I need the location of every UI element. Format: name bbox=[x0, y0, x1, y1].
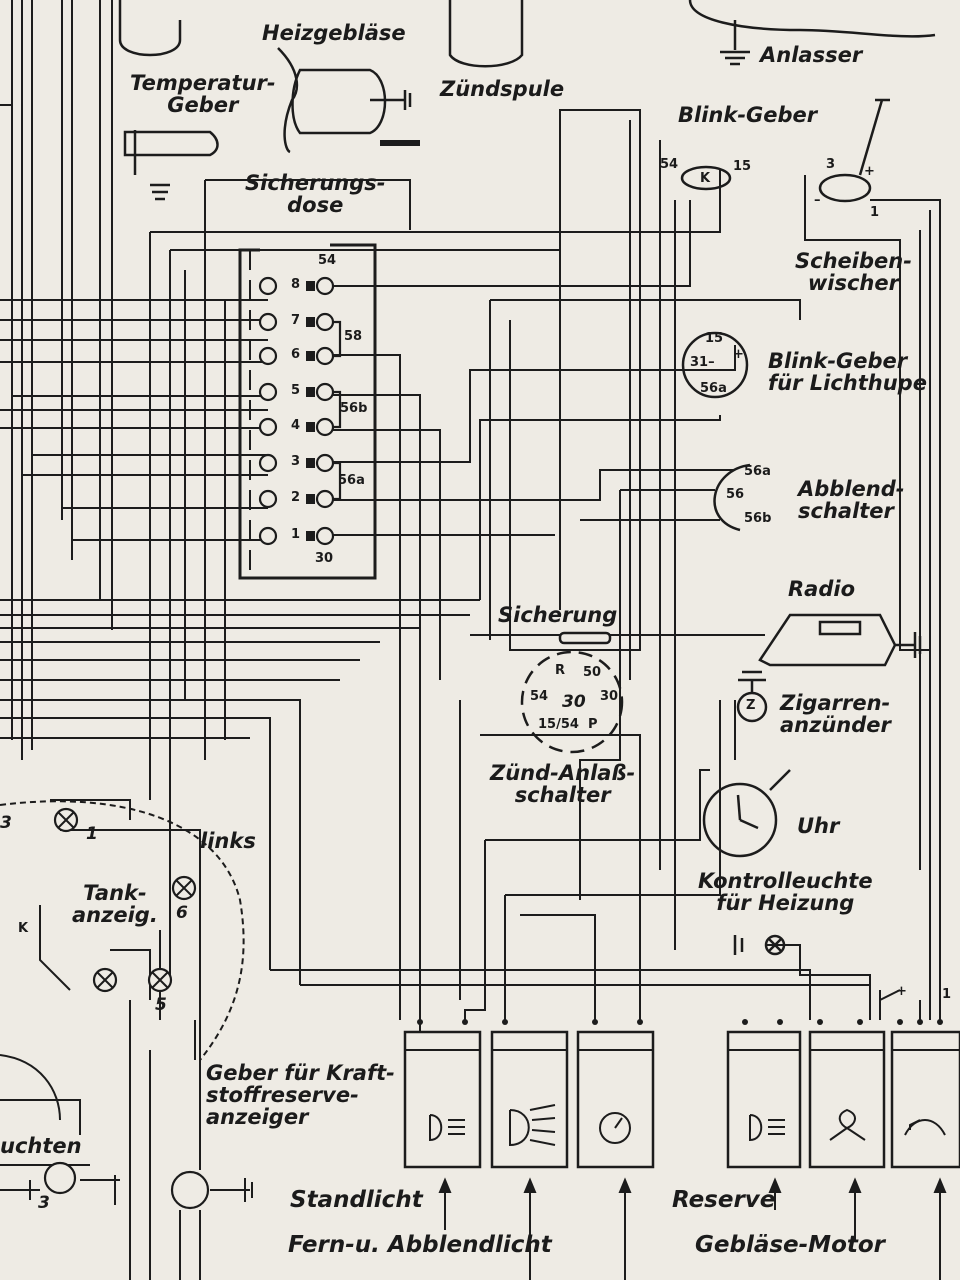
terminal-label: 1 bbox=[942, 987, 952, 1002]
terminal-label: 30 bbox=[600, 689, 619, 704]
terminal-label: 3 bbox=[826, 157, 836, 172]
zuendspule-label: Zündspule bbox=[440, 77, 565, 101]
terminal-label: Z bbox=[746, 698, 756, 713]
abblendschalter-label: Abblend- schalter bbox=[798, 477, 905, 524]
uhr-label: Uhr bbox=[797, 814, 840, 838]
terminal-label: 54 bbox=[660, 157, 679, 172]
terminal-label: K bbox=[18, 921, 29, 936]
terminal-label: 56 bbox=[726, 487, 745, 502]
zigarrenanzuender-label: Zigarren- anzünder bbox=[780, 691, 891, 738]
terminal-label: 5 bbox=[155, 995, 167, 1015]
terminal-label: 50 bbox=[583, 665, 602, 680]
blink-geber-lichthupe-label: Blink-Geber für Lichthupe bbox=[768, 349, 927, 396]
geblaese-motor-label: Gebläse-Motor bbox=[695, 1232, 886, 1258]
terminal-label: R bbox=[555, 663, 566, 678]
fuse-number: 5 bbox=[291, 383, 301, 398]
fern-abblendlicht-label: Fern-u. Abblendlicht bbox=[288, 1232, 552, 1258]
leuchten-label: uchten bbox=[0, 1134, 82, 1158]
reserve-label: Reserve bbox=[672, 1187, 776, 1213]
terminal-label: 15 bbox=[733, 159, 752, 174]
terminal-label: + bbox=[864, 164, 875, 179]
fuse-number: 4 bbox=[291, 418, 301, 433]
terminal-label: P bbox=[588, 717, 598, 732]
terminal-label: 54 bbox=[530, 689, 549, 704]
geber-kraftstoff-label: Geber für Kraft- stoffreserve- anzeiger bbox=[206, 1061, 395, 1130]
fuse-number: 8 bbox=[291, 277, 301, 292]
terminal-label: 1 bbox=[86, 824, 98, 844]
temperatur-geber-label: Temperatur- Geber bbox=[130, 71, 276, 118]
zuend-anlassschalter-label: Zünd-Anlaß- schalter bbox=[490, 761, 636, 808]
terminal-label: 56b bbox=[744, 511, 772, 526]
terminal-label: + bbox=[896, 984, 907, 999]
terminal-label: 56a bbox=[744, 464, 771, 479]
terminal-label: K bbox=[700, 171, 711, 186]
anlasser-label: Anlasser bbox=[760, 43, 863, 67]
fuse-number: 1 bbox=[291, 527, 301, 542]
fuse-circuit-label: 56a bbox=[338, 473, 365, 488]
fuse-circuit-label: 30 bbox=[315, 551, 334, 566]
terminal-label: 3 bbox=[0, 813, 12, 833]
terminal-label: 31– bbox=[690, 355, 715, 370]
fuse-number: 3 bbox=[291, 454, 301, 469]
kontrollleuchte-label: Kontrolleuchte für Heizung bbox=[698, 869, 873, 916]
terminal-label: 3 bbox=[38, 1193, 50, 1213]
fuse-circuit-label: 54 bbox=[318, 253, 337, 268]
fuse-number: 6 bbox=[291, 347, 301, 362]
blink-geber-label: Blink-Geber bbox=[678, 103, 818, 127]
terminal-label: 30 bbox=[562, 692, 586, 712]
tankanzeige-label: Tank- anzeig. bbox=[72, 881, 158, 928]
scheibenwischer-label: Scheiben- wischer bbox=[795, 249, 912, 296]
terminal-label: + bbox=[733, 347, 744, 362]
sicherung-label: Sicherung bbox=[498, 603, 618, 627]
standlicht-label: Standlicht bbox=[290, 1187, 423, 1213]
terminal-label: – bbox=[814, 193, 821, 208]
terminal-label: 15 bbox=[705, 331, 724, 346]
sicherungsdose-label: Sicherungs- dose bbox=[245, 171, 386, 218]
terminal-label: 6 bbox=[176, 903, 188, 923]
fuse-number: 2 bbox=[291, 490, 301, 505]
fuse-circuit-label: 58 bbox=[344, 329, 363, 344]
heizgeblaese-label: Heizgebläse bbox=[262, 21, 406, 45]
terminal-label: 15/54 bbox=[538, 717, 579, 732]
terminal-label: 1 bbox=[870, 205, 880, 220]
links-label: links bbox=[200, 829, 256, 853]
fuse-number: 7 bbox=[291, 313, 301, 328]
terminal-label: 56a bbox=[700, 381, 727, 396]
fuse-circuit-label: 56b bbox=[340, 401, 368, 416]
radio-label: Radio bbox=[788, 577, 855, 601]
